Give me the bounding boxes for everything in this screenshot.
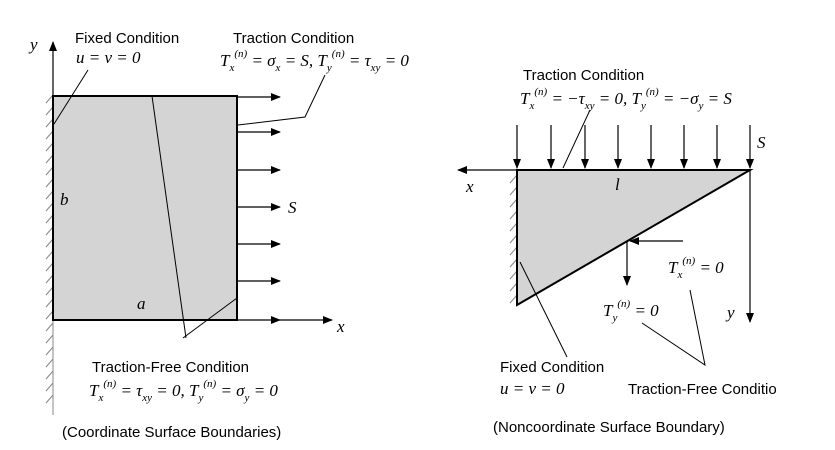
left-caption: (Coordinate Surface Boundaries) (62, 424, 281, 441)
left-traction-condition-title: Traction Condition (233, 30, 354, 47)
right-tx-zero-label: Tx(n) = 0 (668, 255, 724, 281)
left-traction-condition-equation: Tx(n) = σx = S, Ty(n) = τxy = 0 (220, 48, 409, 74)
left-fixed-condition-title: Fixed Condition (75, 30, 179, 47)
right-ty-zero-label: Ty(n) = 0 (603, 298, 659, 324)
right-figure: Traction Condition Tx(n) = −τxy = 0, Ty(… (457, 67, 777, 436)
right-traction-condition-equation: Tx(n) = −τxy = 0, Ty(n) = −σy = S (520, 86, 732, 112)
right-fixed-condition-title: Fixed Condition (500, 359, 604, 376)
right-traction-condition-title: Traction Condition (523, 67, 644, 84)
right-load-arrows (513, 125, 754, 169)
right-dim-l-label: l (615, 175, 620, 194)
right-load-s-label: S (757, 133, 766, 152)
left-body-rectangle (52, 95, 238, 321)
right-axis-x-label: x (465, 177, 474, 196)
left-leader-lines (53, 69, 326, 339)
right-body-triangle (516, 169, 754, 307)
left-axis-x-label: x (336, 317, 345, 336)
right-fixed-condition-equation: u = v = 0 (500, 379, 565, 398)
left-fixed-condition-equation: u = v = 0 (76, 48, 141, 67)
right-leader-lines (519, 109, 706, 367)
right-axis-y-label: y (725, 303, 735, 322)
left-dim-a-label: a (137, 294, 146, 313)
left-traction-free-title: Traction-Free Condition (92, 359, 249, 376)
left-dim-b-label: b (60, 190, 69, 209)
left-fixed-wall-hatch (45, 90, 54, 415)
right-traction-free-title: Traction-Free Conditio (628, 381, 777, 398)
left-load-s-label: S (288, 198, 297, 217)
left-traction-arrows (237, 93, 281, 324)
right-caption: (Noncoordinate Surface Boundary) (493, 419, 725, 436)
left-traction-free-equation: Tx(n) = τxy = 0, Ty(n) = σy = 0 (89, 378, 278, 404)
left-axis-y-label: y (28, 35, 38, 54)
right-fixed-wall-hatch (509, 170, 518, 304)
left-figure: y x b a S Fixed Condition u = v = 0 Trac… (28, 30, 409, 441)
